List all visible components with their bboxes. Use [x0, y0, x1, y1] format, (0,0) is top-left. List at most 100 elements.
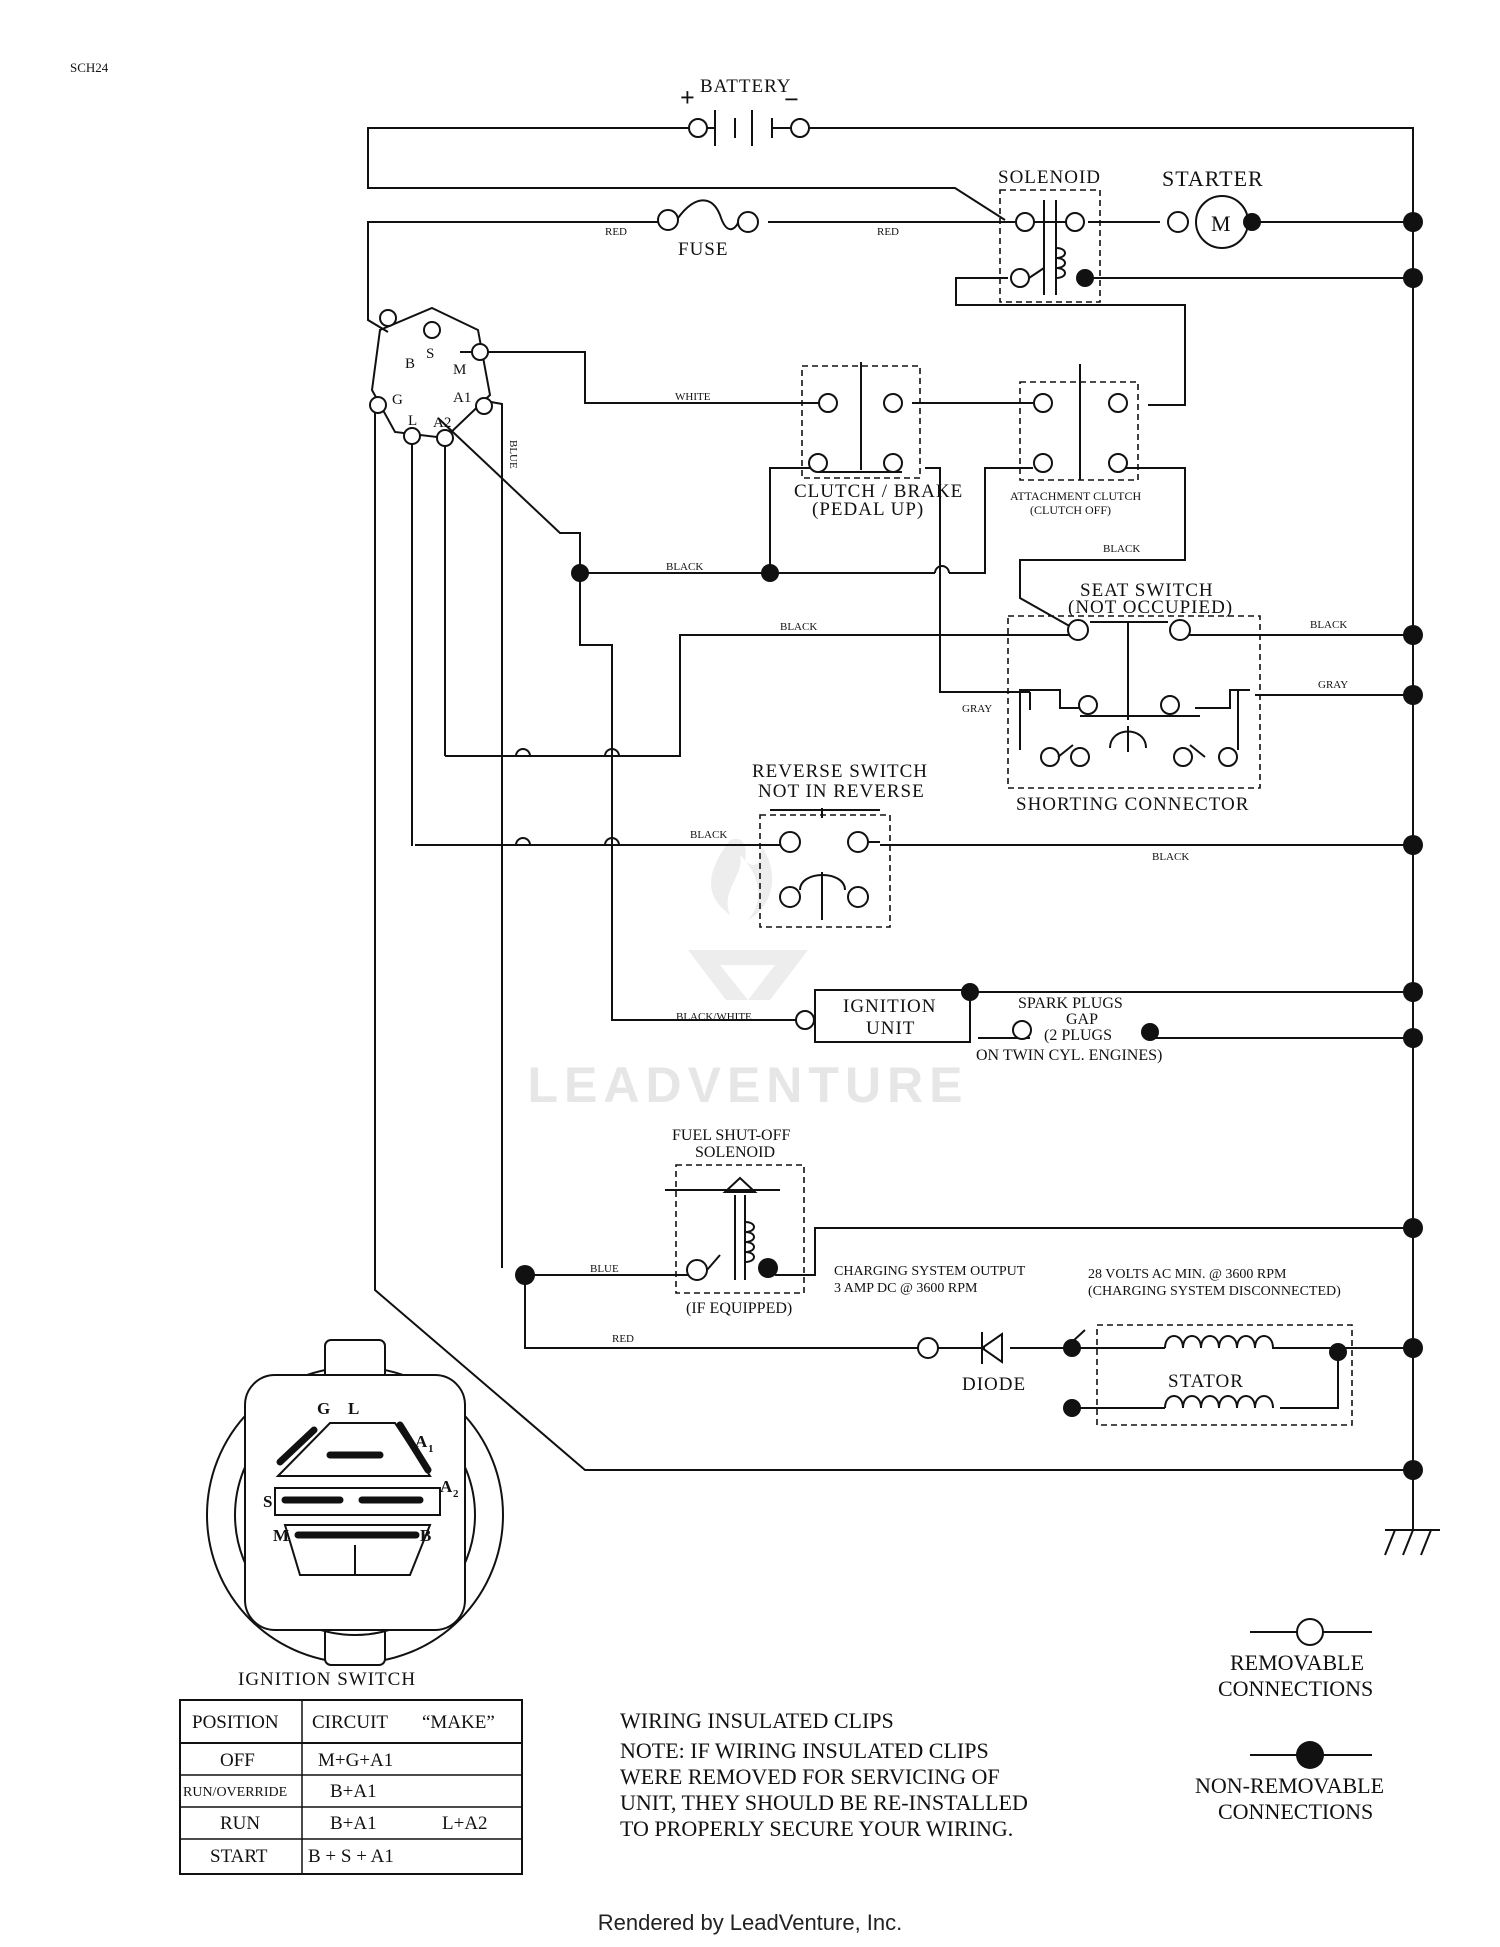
face-label-a2-sub: 2: [453, 1488, 459, 1500]
wire-black-5: BLACK: [690, 829, 727, 841]
seat-switch: SEAT SWITCH (NOT OCCUPIED) SHORTING CONN…: [1007, 580, 1261, 815]
solenoid: SOLENOID: [998, 167, 1101, 303]
wire-labels: RED RED WHITE BLUE BLACK BLACK BLACK BLA…: [507, 226, 1348, 1345]
stator-label: STATOR: [1168, 1371, 1244, 1392]
spark-plugs-label-2: GAP: [1066, 1011, 1098, 1028]
table-row-position: OFF: [220, 1750, 255, 1771]
note-line: NOTE: IF WIRING INSULATED CLIPS: [620, 1738, 989, 1763]
wire-blue-horizontal: BLUE: [590, 1263, 619, 1275]
reverse-switch-label-2: NOT IN REVERSE: [758, 781, 925, 802]
stator: STATOR: [1063, 1324, 1353, 1426]
note-line: TO PROPERLY SECURE YOUR WIRING.: [620, 1816, 1013, 1841]
ignition-switch-face: G L A 1 S A 2 M B IGNITION SWITCH: [206, 1339, 504, 1690]
table-row-extra: L+A2: [442, 1813, 488, 1834]
junction-dots: [515, 212, 1423, 1480]
wiring-note: WIRING INSULATED CLIPS NOTE: IF WIRING I…: [620, 1708, 1028, 1841]
wire-red-2: RED: [877, 226, 899, 238]
clutch-brake-label-2: (PEDAL UP): [812, 499, 924, 520]
starter-label: STARTER: [1162, 166, 1264, 191]
attachment-clutch-switch: ATTACHMENT CLUTCH (CLUTCH OFF): [1010, 364, 1141, 517]
table-row-circuit: B + S + A1: [308, 1846, 394, 1867]
table-header-circuit: CIRCUIT: [312, 1712, 388, 1733]
wire-gray-2: GRAY: [1318, 679, 1348, 691]
attachment-clutch-label-2: (CLUTCH OFF): [1030, 503, 1111, 517]
terminal-s: S: [426, 346, 434, 362]
face-label-s: S: [263, 1492, 272, 1511]
ignition-table: POSITION CIRCUIT “MAKE” OFF M+G+A1 RUN/O…: [179, 1699, 523, 1875]
ignition-unit: IGNITION UNIT: [795, 983, 979, 1043]
wires: [367, 127, 1440, 1556]
charging-label-2: 3 AMP DC @ 3600 RPM: [834, 1281, 978, 1296]
battery-label: BATTERY: [700, 76, 791, 97]
reverse-switch: REVERSE SWITCH NOT IN REVERSE: [752, 761, 928, 928]
table-row-position: START: [210, 1846, 268, 1867]
battery-minus: −: [784, 85, 799, 114]
wire-red-1: RED: [605, 226, 627, 238]
wire-black-6: BLACK: [1152, 851, 1189, 863]
wire-white: WHITE: [675, 391, 711, 403]
ignition-switch-terminals: B S M G A1 L A2: [369, 306, 493, 447]
watermark: LEADVENTURE: [527, 838, 968, 1113]
page-id: SCH24: [70, 60, 109, 75]
ignition-switch-label: IGNITION SWITCH: [238, 1669, 416, 1690]
legend-removable-1: REMOVABLE: [1230, 1650, 1364, 1675]
fuse: FUSE: [657, 199, 759, 260]
watermark-text: LEADVENTURE: [527, 1057, 968, 1113]
legend-nonremovable-2: CONNECTIONS: [1218, 1799, 1373, 1824]
volts-label-2: (CHARGING SYSTEM DISCONNECTED): [1088, 1284, 1341, 1299]
fuel-shutoff-solenoid: FUEL SHUT-OFF SOLENOID (IF EQUIPPED): [665, 1127, 805, 1317]
wire-red-3: RED: [612, 1333, 634, 1345]
spark-plugs-label-3: (2 PLUGS: [1044, 1027, 1112, 1044]
table-row-circuit: M+G+A1: [318, 1750, 393, 1771]
legend-nonremovable-1: NON-REMOVABLE: [1195, 1773, 1384, 1798]
volts-label-1: 28 VOLTS AC MIN. @ 3600 RPM: [1088, 1267, 1287, 1282]
ignition-unit-label-2: UNIT: [866, 1018, 915, 1039]
seat-switch-label-2: (NOT OCCUPIED): [1068, 597, 1233, 618]
face-label-a1: A: [415, 1432, 428, 1451]
clutch-brake-switch: CLUTCH / BRAKE (PEDAL UP): [794, 362, 962, 520]
face-label-a1-sub: 1: [428, 1443, 434, 1455]
fuel-solenoid-label-2: SOLENOID: [695, 1144, 775, 1161]
wire-black-4: BLACK: [1310, 619, 1347, 631]
wire-black-1: BLACK: [666, 561, 703, 573]
table-row-position: RUN: [220, 1813, 260, 1834]
legend: REMOVABLE CONNECTIONS NON-REMOVABLE CONN…: [1195, 1618, 1384, 1824]
battery: + − BATTERY: [680, 76, 810, 146]
face-label-l: L: [348, 1399, 359, 1418]
battery-plus: +: [680, 83, 695, 112]
table-header-make: “MAKE”: [422, 1712, 495, 1733]
terminal-a1: A1: [453, 390, 471, 406]
spark-plugs-label-4: ON TWIN CYL. ENGINES): [976, 1047, 1162, 1064]
terminal-l: L: [408, 413, 417, 429]
face-label-b: B: [420, 1526, 431, 1545]
terminal-b: B: [405, 356, 415, 372]
note-line: UNIT, THEY SHOULD BE RE-INSTALLED: [620, 1790, 1028, 1815]
wire-gray-1: GRAY: [962, 703, 992, 715]
seat-switch-label-1: SEAT SWITCH: [1080, 580, 1214, 601]
face-label-a2: A: [440, 1477, 453, 1496]
spark-plugs: SPARK PLUGS GAP (2 PLUGS ON TWIN CYL. EN…: [976, 995, 1162, 1064]
starter-motor-symbol: M: [1211, 211, 1231, 236]
shorting-connector-label: SHORTING CONNECTOR: [1016, 794, 1249, 815]
note-line: WERE REMOVED FOR SERVICING OF: [620, 1764, 1000, 1789]
fuse-label: FUSE: [678, 239, 728, 260]
footer-credit: Rendered by LeadVenture, Inc.: [598, 1910, 903, 1935]
note-title: WIRING INSULATED CLIPS: [620, 1708, 894, 1733]
terminal-g: G: [392, 392, 403, 408]
starter: M STARTER: [1162, 166, 1264, 249]
table-row-circuit: B+A1: [330, 1781, 377, 1802]
wire-blue-vertical: BLUE: [507, 440, 519, 469]
charging-label-1: CHARGING SYSTEM OUTPUT: [834, 1264, 1026, 1279]
wire-black-white: BLACK/WHITE: [676, 1011, 752, 1023]
terminal-m: M: [453, 362, 466, 378]
face-label-g: G: [317, 1399, 330, 1418]
ignition-unit-label-1: IGNITION: [843, 996, 936, 1017]
terminal-a2: A2: [433, 415, 451, 431]
solenoid-label: SOLENOID: [998, 167, 1101, 188]
diode-label: DIODE: [962, 1374, 1026, 1395]
fuel-solenoid-label-3: (IF EQUIPPED): [686, 1300, 792, 1317]
reverse-switch-label-1: REVERSE SWITCH: [752, 761, 928, 782]
fuel-solenoid-label-1: FUEL SHUT-OFF: [672, 1127, 791, 1144]
legend-removable-2: CONNECTIONS: [1218, 1676, 1373, 1701]
